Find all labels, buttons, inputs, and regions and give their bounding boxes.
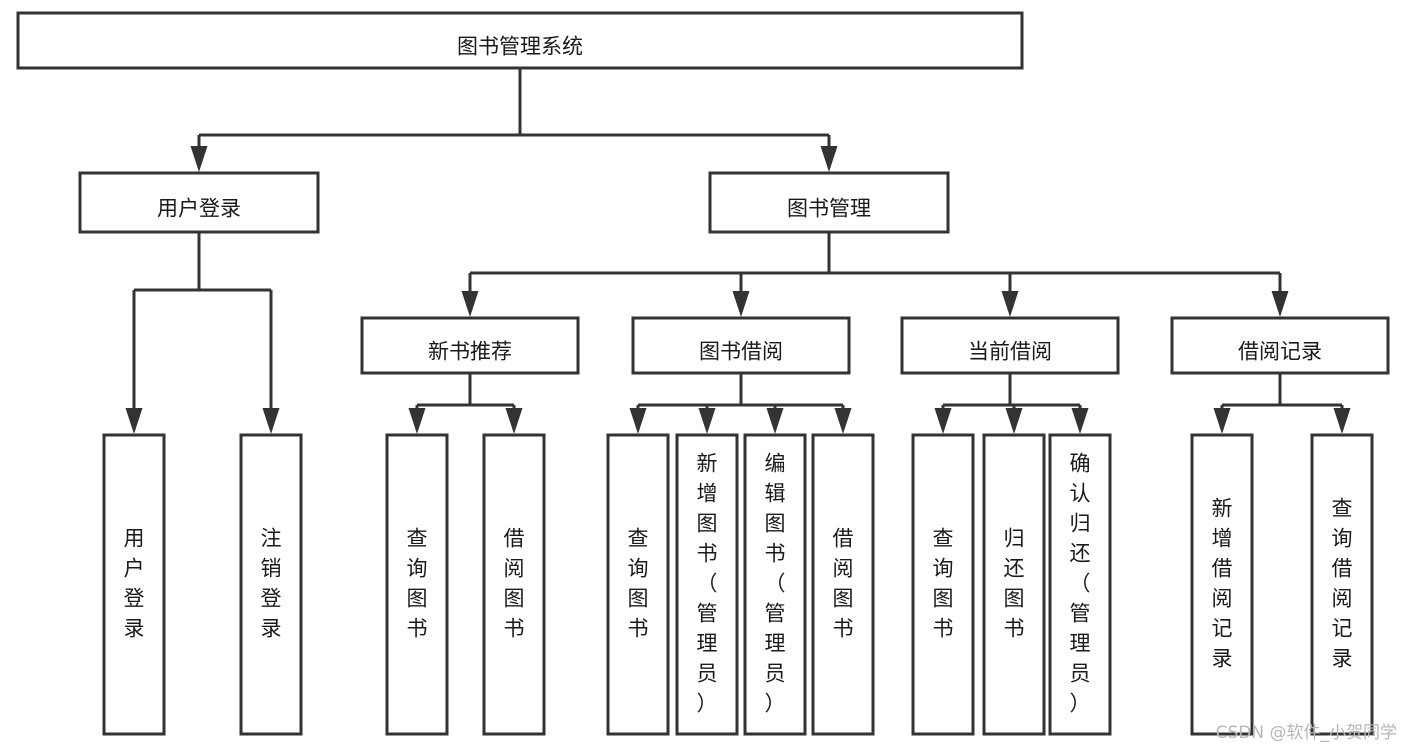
node-box — [1048, 433, 1112, 736]
node-label: 编辑图书（管理员） — [765, 452, 786, 716]
node-label: 新增图书（管理员） — [697, 452, 718, 716]
node-box — [982, 433, 1046, 736]
node-box — [708, 171, 950, 234]
node-box — [78, 171, 320, 234]
watermark-label: CSDN @软件_小贺同学 — [1215, 723, 1397, 743]
connector-group — [461, 232, 1289, 317]
node-label: 借阅图书 — [504, 527, 525, 641]
node-box — [675, 433, 739, 736]
connector-group — [408, 373, 523, 434]
node-box — [811, 433, 875, 736]
arrow-head-icon — [698, 408, 716, 434]
arrow-head-icon — [1213, 408, 1231, 434]
arrow-head-icon — [1005, 408, 1023, 434]
node-new-book-recommend[interactable]: 新书推荐 — [360, 316, 580, 375]
node-current-borrow[interactable]: 当前借阅 — [900, 316, 1120, 375]
node-leaf-user-login[interactable]: 用户登录 — [102, 433, 166, 736]
node-box — [102, 433, 166, 736]
node-label: 注销登录 — [261, 527, 282, 641]
arrow-head-icon — [262, 408, 280, 434]
node-label: 查询借阅记录 — [1332, 497, 1353, 671]
arrow-head-icon — [190, 146, 208, 172]
node-label: 图书借阅 — [699, 340, 783, 364]
arrow-head-icon — [1333, 408, 1351, 434]
node-label: 新书推荐 — [428, 340, 512, 364]
node-leaf-borrow-book[interactable]: 借阅图书 — [811, 433, 875, 736]
arrow-head-icon — [732, 291, 750, 317]
connector-group — [1213, 373, 1351, 434]
node-box — [360, 316, 580, 375]
node-label: 查询图书 — [407, 527, 428, 641]
node-label: 新增借阅记录 — [1212, 497, 1233, 671]
node-book-borrow[interactable]: 图书借阅 — [631, 316, 851, 375]
node-leaf-return-book[interactable]: 归还图书 — [982, 433, 1046, 736]
node-root[interactable]: 图书管理系统 — [16, 11, 1024, 70]
node-label: 图书管理 — [787, 197, 871, 221]
node-leaf-edit-book[interactable]: 编辑图书（管理员） — [743, 433, 807, 736]
node-leaf-query-book-borrow[interactable]: 查询图书 — [606, 433, 670, 736]
node-box — [16, 11, 1024, 70]
node-borrow-record[interactable]: 借阅记录 — [1170, 316, 1390, 375]
node-label: 确认归还（管理员） — [1070, 452, 1091, 716]
node-leaf-query-book-current[interactable]: 查询图书 — [911, 433, 975, 736]
node-label: 图书管理系统 — [457, 35, 583, 59]
node-box — [631, 316, 851, 375]
arrow-head-icon — [125, 408, 143, 434]
node-leaf-add-borrow-record[interactable]: 新增借阅记录 — [1190, 433, 1254, 736]
node-box — [482, 433, 546, 736]
connector-group — [934, 373, 1089, 434]
node-leaf-logout[interactable]: 注销登录 — [239, 433, 303, 736]
node-leaf-confirm-return[interactable]: 确认归还（管理员） — [1048, 433, 1112, 736]
node-leaf-query-book-recommend[interactable]: 查询图书 — [385, 433, 449, 736]
node-box — [385, 433, 449, 736]
node-box — [900, 316, 1120, 375]
node-box — [911, 433, 975, 736]
node-box — [239, 433, 303, 736]
arrow-head-icon — [1071, 408, 1089, 434]
node-label: 借阅图书 — [833, 527, 854, 641]
connector-group — [125, 232, 280, 434]
arrow-head-icon — [629, 408, 647, 434]
node-label: 借阅记录 — [1238, 340, 1322, 364]
connectors-layer — [125, 68, 1351, 434]
connector-group — [629, 373, 852, 434]
node-leaf-add-book[interactable]: 新增图书（管理员） — [675, 433, 739, 736]
nodes-layer: 图书管理系统用户登录图书管理新书推荐图书借阅当前借阅借阅记录用户登录注销登录查询… — [16, 11, 1390, 736]
node-label: 当前借阅 — [968, 340, 1052, 364]
node-label: 归还图书 — [1004, 527, 1025, 641]
node-box — [606, 433, 670, 736]
node-leaf-borrow-book-recommend[interactable]: 借阅图书 — [482, 433, 546, 736]
node-leaf-query-borrow-record[interactable]: 查询借阅记录 — [1310, 433, 1374, 736]
arrow-head-icon — [461, 291, 479, 317]
node-book-manage[interactable]: 图书管理 — [708, 171, 950, 234]
node-label: 用户登录 — [124, 527, 145, 641]
arrow-head-icon — [1001, 291, 1019, 317]
node-user-login[interactable]: 用户登录 — [78, 171, 320, 234]
arrow-head-icon — [934, 408, 952, 434]
arrow-head-icon — [766, 408, 784, 434]
node-box — [743, 433, 807, 736]
arrow-head-icon — [408, 408, 426, 434]
arrow-head-icon — [505, 408, 523, 434]
node-label: 查询图书 — [933, 527, 954, 641]
node-label: 用户登录 — [157, 197, 241, 221]
arrow-head-icon — [1271, 291, 1289, 317]
connector-group — [190, 68, 838, 172]
arrow-head-icon — [834, 408, 852, 434]
node-box — [1310, 433, 1374, 736]
node-label: 查询图书 — [628, 527, 649, 641]
arrow-head-icon — [820, 146, 838, 172]
node-box — [1170, 316, 1390, 375]
node-box — [1190, 433, 1254, 736]
